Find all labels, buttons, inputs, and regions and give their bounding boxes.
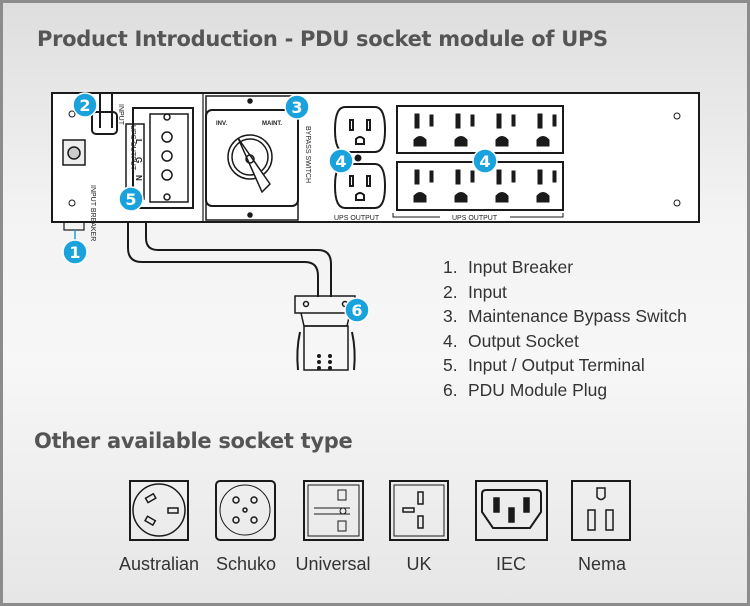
uk-socket-icon [389,480,449,541]
outlet-slot [552,170,557,183]
outlet-slot [429,170,434,183]
universal-socket-icon [303,480,364,541]
outlet-slot [495,136,509,147]
badge-1: 1 [62,230,88,265]
duplex-label: UPS OUTPUT [334,215,380,222]
legend-item: 1.Input Breaker [443,257,574,277]
page-title: Product Introduction - PDU socket module… [37,27,608,51]
legend-item: 6.PDU Module Plug [443,379,608,400]
socket-label-universal: Universal [295,554,371,574]
svg-text:1: 1 [69,243,80,262]
outlet-slot [496,169,502,185]
socket-label-schuko: Schuko [215,554,277,574]
outlet-slot [455,113,461,129]
outlet-slot [470,170,475,183]
socket-label-uk: UK [406,554,432,574]
outlet-slot [495,192,509,203]
outlet-slot [537,169,543,185]
outlet-slot [511,114,516,127]
pdu-panel [51,92,700,223]
outlet-slot [536,136,550,147]
input-breaker[interactable] [62,139,86,231]
svg-text:6: 6 [351,301,362,320]
svg-text:5: 5 [125,190,136,209]
outlet-slot [413,192,427,203]
outlet-slot [536,192,550,203]
badge-4-duplex: 4 [328,148,354,174]
svg-text:4: 4 [335,152,346,171]
schuko-socket-icon [215,480,276,541]
bypass-switch[interactable] [205,95,299,221]
terminal-label: UPS OUTPUT [129,125,136,171]
socket-types-title: Other available socket type [34,429,353,453]
outlet-slot [414,113,420,129]
socket-label-australian: Australian [118,554,200,574]
bypass-switch-label: BYPASS SWITCH [304,126,311,183]
badge-4-strip: 4 [472,148,498,174]
duplex-output-socket[interactable] [333,106,387,209]
outlet-slot [454,136,468,147]
outlet-slot [496,113,502,129]
iec-socket-icon [475,480,548,541]
socket-label-iec: IEC [495,554,526,574]
component-legend: 1.Input Breaker 2.Input 3.Maintenance By… [443,255,687,403]
outlet-slot [429,114,434,127]
legend-item: 4.Output Socket [443,330,579,351]
outlet-slot [552,114,557,127]
svg-text:4: 4 [479,152,490,171]
legend-item: 5.Input / Output Terminal [443,355,645,376]
badge-5: 5 [118,186,144,212]
terminal-n: N [134,175,143,181]
outlet-slot [455,169,461,185]
terminal-g: G [134,157,143,163]
input-cable-gland [91,92,118,135]
switch-maint-label: MAINT. [262,121,282,127]
badge-6: 6 [344,297,370,323]
australian-socket-icon [129,480,189,541]
legend-item: 2.Input [443,281,507,302]
outlet-slot [470,114,475,127]
svg-text:3: 3 [291,98,302,117]
badge-2: 2 [72,92,98,118]
power-cable [127,222,332,297]
outlet-slot [414,169,420,185]
outlet-slot [511,170,516,183]
outlet-slot [454,192,468,203]
nema-socket-icon [571,480,631,541]
badge-3: 3 [284,94,310,120]
strip-label: UPS OUTPUT [452,215,498,222]
socket-label-nema: Nema [577,554,626,574]
terminal-l: L [134,139,143,144]
legend-item: 3.Maintenance Bypass Switch [443,306,687,327]
outlet-slot [413,136,427,147]
input-label: INPUT [117,104,124,126]
input-breaker-label: INPUT BREAKER [89,185,96,241]
svg-text:2: 2 [79,96,90,115]
switch-inv-label: INV. [216,121,227,127]
outlet-slot [537,113,543,129]
